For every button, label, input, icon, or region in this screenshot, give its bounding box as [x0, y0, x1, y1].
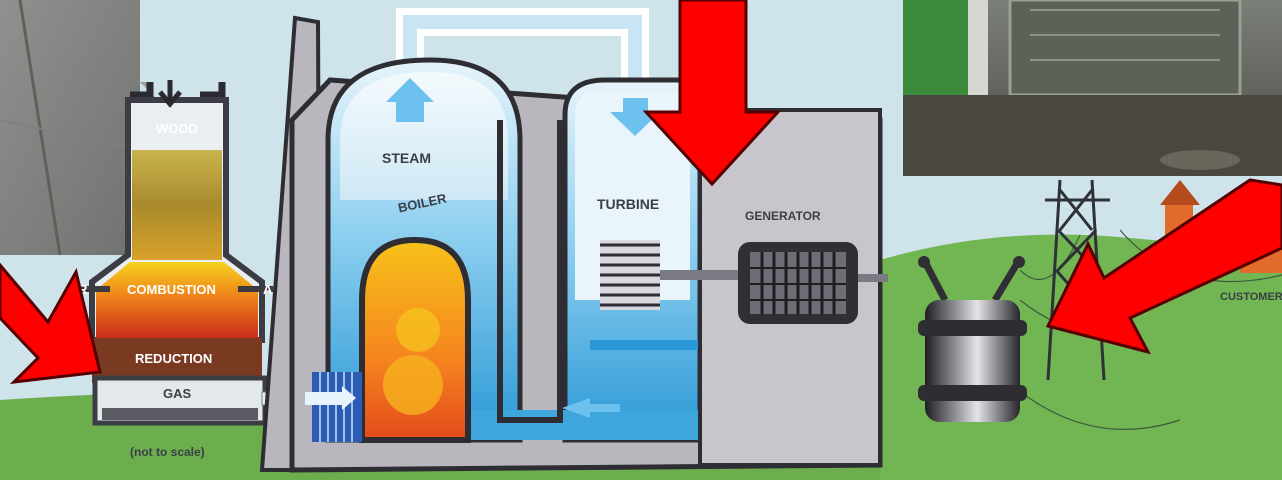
turbine-label: TURBINE [597, 196, 659, 212]
heat-exchanger [312, 372, 362, 442]
combustion-label: COMBUSTION [127, 282, 216, 297]
not-to-scale-note: (not to scale) [130, 445, 205, 459]
photo-overlay-left [0, 0, 140, 255]
photo-overlay-right [903, 0, 1282, 176]
generator-label: GENERATOR [745, 209, 821, 223]
reduction-label: REDUCTION [135, 351, 212, 366]
steam-label: STEAM [382, 150, 431, 166]
customers-label: CUSTOMERS [1220, 291, 1282, 303]
gas-label: GAS [163, 386, 192, 401]
wood-label: WOOD [156, 121, 198, 136]
boiler-firebox [362, 240, 468, 440]
